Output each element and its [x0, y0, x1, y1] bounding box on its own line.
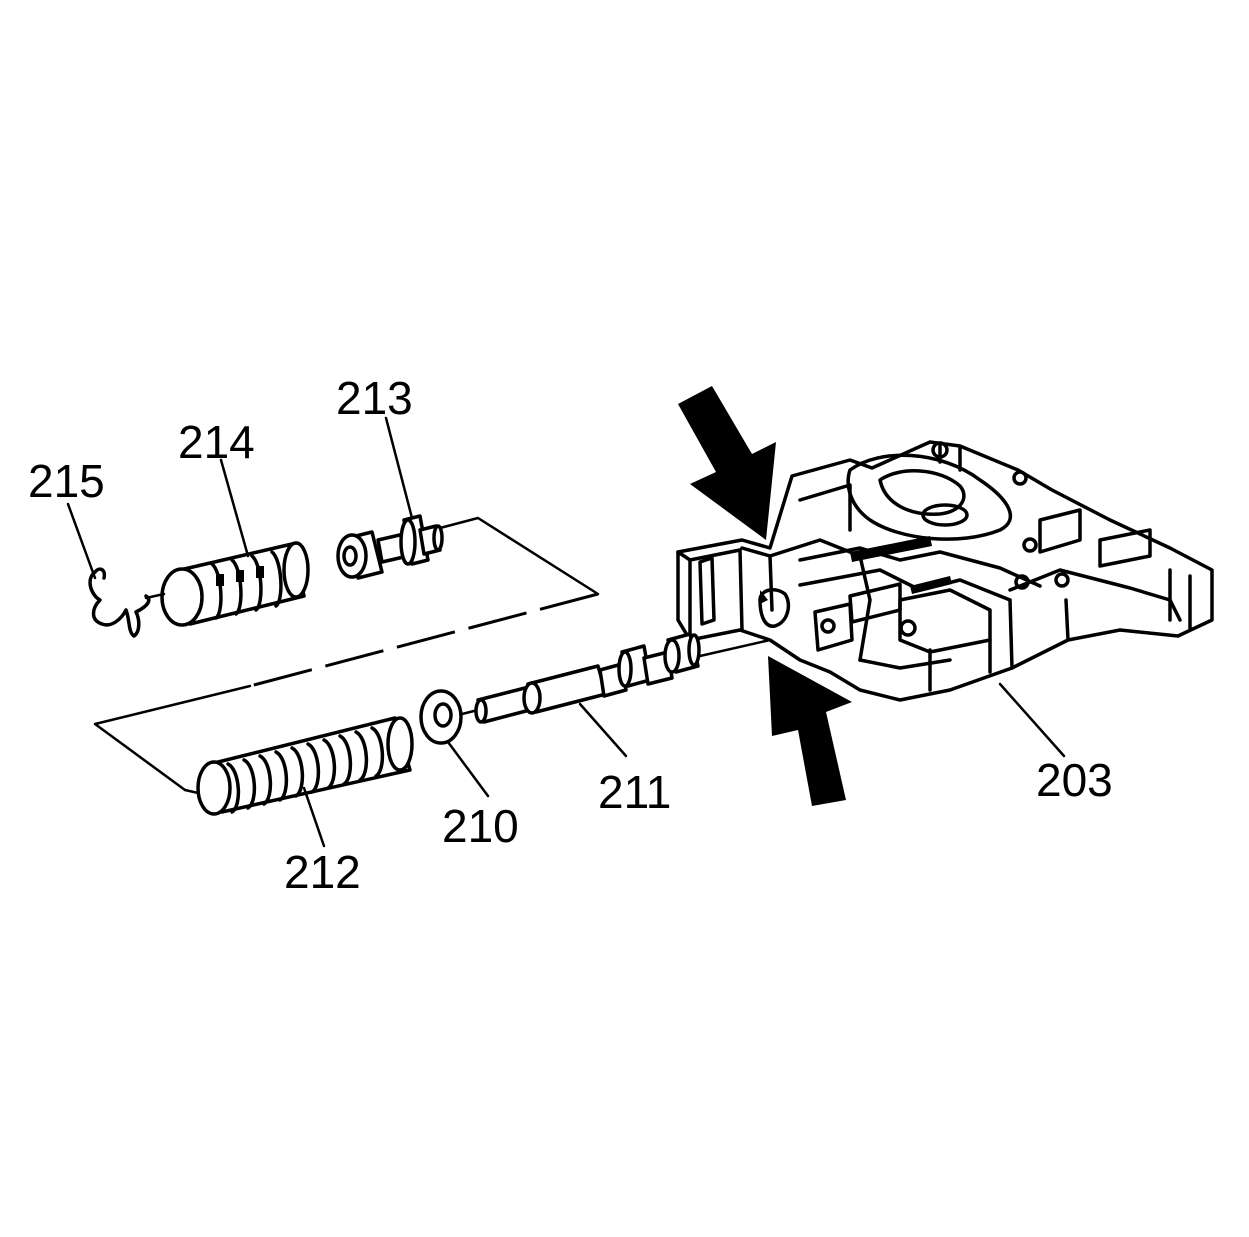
callout-210: 210 — [442, 800, 519, 852]
arrow-down-right-icon — [678, 386, 776, 540]
valve-spool-part-211 — [474, 632, 701, 724]
retaining-clip-part-215 — [88, 567, 166, 638]
valve-plug-part-213 — [336, 514, 444, 580]
callout-211: 211 — [598, 766, 671, 818]
callout-212: 212 — [284, 846, 361, 898]
callout-203: 203 — [1036, 754, 1113, 806]
spring-part-212 — [196, 716, 414, 816]
leader-lines — [66, 416, 1066, 848]
valve-sleeve-part-214 — [160, 541, 310, 627]
callout-215: 215 — [28, 455, 105, 507]
washer-part-210 — [419, 689, 463, 745]
callout-214: 214 — [178, 416, 255, 468]
assembly-centerline — [93, 516, 772, 800]
valve-body-part-203 — [676, 440, 1214, 702]
arrow-up-right-icon — [768, 656, 852, 806]
callout-213: 213 — [336, 372, 413, 424]
